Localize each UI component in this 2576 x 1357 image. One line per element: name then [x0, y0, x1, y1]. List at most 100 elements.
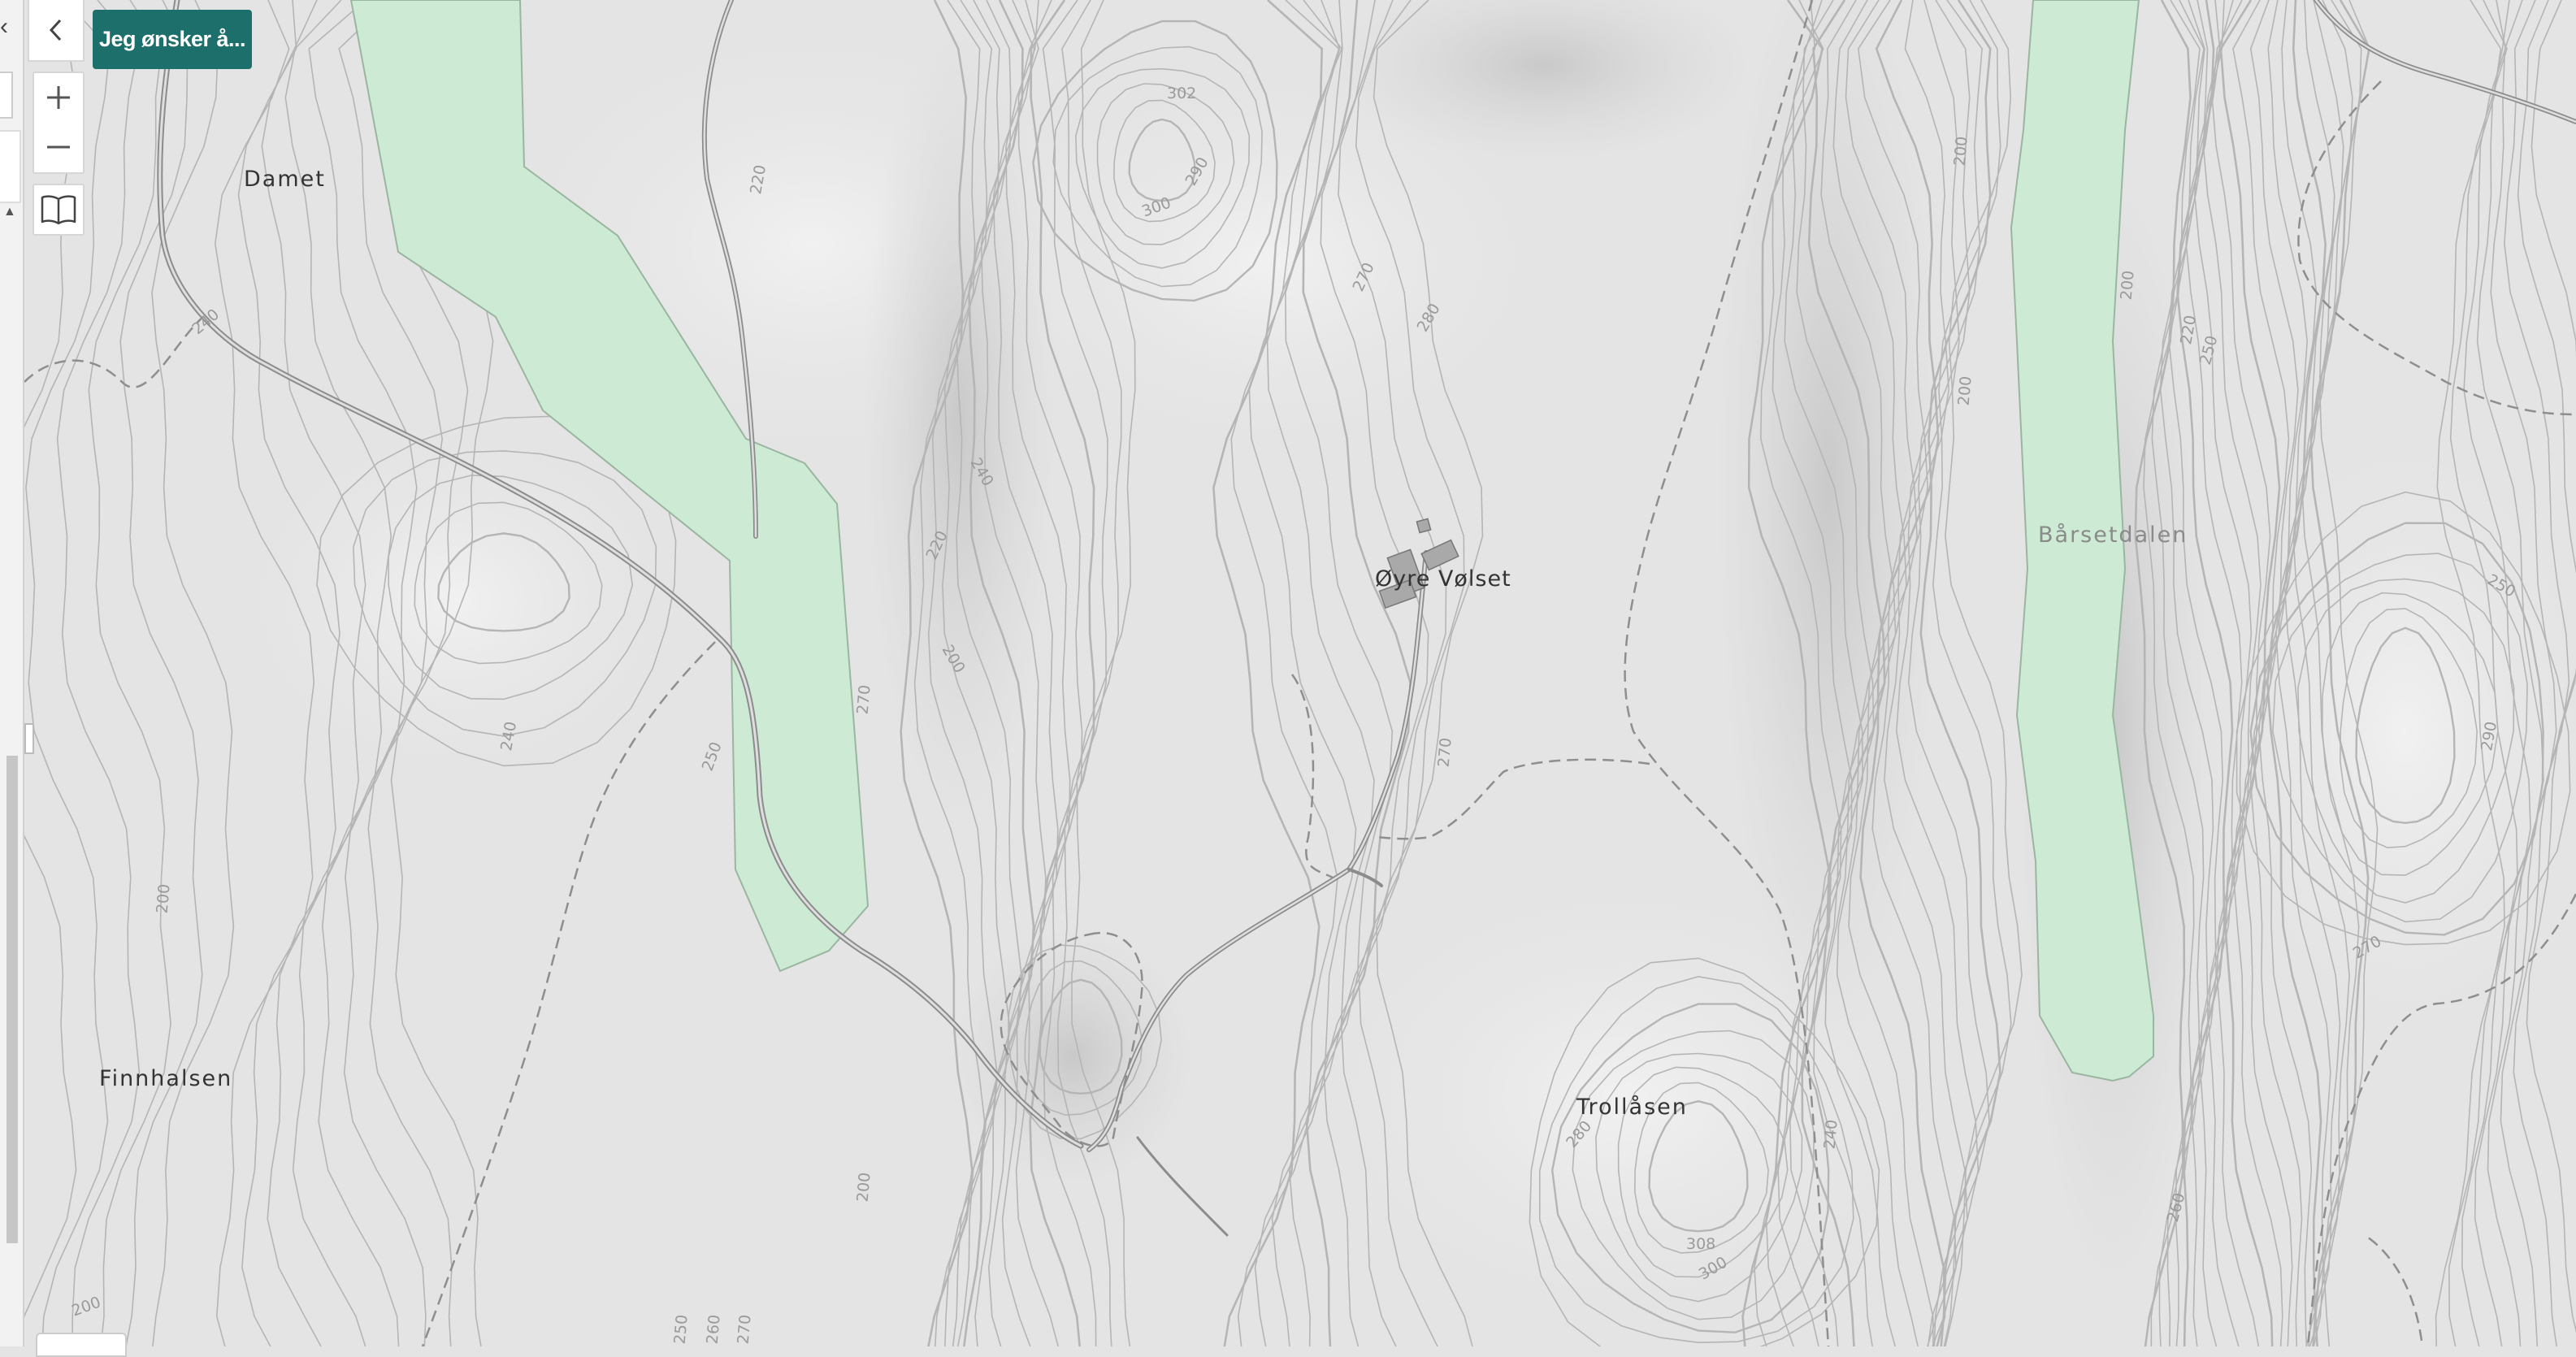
- contour-line: [900, 0, 974, 1346]
- contour-line: [1248, 0, 1357, 1346]
- contour-line: [1871, 0, 1957, 1346]
- contour-line: [1056, 0, 1122, 1346]
- contour-line: [2266, 0, 2327, 1346]
- panel-resize-handle[interactable]: [24, 723, 34, 754]
- hillshade: [211, 0, 2576, 1341]
- zoom-out-button[interactable]: [33, 122, 85, 174]
- contour-line: [2249, 522, 2544, 936]
- protected-areas: [349, 0, 2154, 1082]
- contour-line: [1919, 0, 2001, 1346]
- contour-line: [1029, 0, 1095, 1346]
- contour-line: [2309, 0, 2370, 1346]
- protected-area-west[interactable]: [349, 0, 870, 973]
- contour-line: [1595, 1052, 1803, 1303]
- contour-line: [1741, 0, 1832, 1346]
- place-name-barsetdalen: Bårsetdalen: [2038, 522, 2188, 548]
- contour-line: [1539, 975, 1854, 1344]
- contour-line: [388, 475, 634, 700]
- panel-input[interactable]: [0, 72, 13, 119]
- place-name-finnhalsen: Finnhalsen: [99, 1066, 233, 1091]
- contour-line: [2461, 0, 2531, 1346]
- plus-icon: [47, 86, 70, 109]
- contour-line: [2355, 626, 2456, 825]
- contour-line: [2236, 491, 2571, 946]
- contour-line: [2275, 0, 2335, 1346]
- contour-line: [1859, 0, 1946, 1346]
- collapse-panel-button[interactable]: [28, 0, 85, 62]
- contour-line: [1529, 957, 1880, 1346]
- contour-line: [88, 0, 171, 1346]
- boundaries: [24, 0, 2576, 1346]
- legend-button[interactable]: [33, 184, 85, 236]
- contour-line: [119, 0, 203, 1346]
- contour-line: [2193, 0, 2253, 1346]
- contour-line: [2134, 0, 2192, 1346]
- contour-line: [1001, 0, 1071, 1346]
- bottom-panel-tab[interactable]: [36, 1333, 127, 1357]
- contour-line: [2526, 0, 2576, 1333]
- buildings-ovre-volset[interactable]: [1378, 518, 1459, 609]
- place-name-trollasen: Trollåsen: [1576, 1095, 1688, 1120]
- panel-list: [0, 130, 21, 203]
- contour-line: [1355, 0, 1465, 1346]
- contour-line: [2249, 0, 2309, 1346]
- contour-line: [2474, 0, 2544, 1346]
- contour-line: [2202, 0, 2262, 1346]
- contour-line: [214, 0, 315, 1346]
- elevation-label: 200: [1950, 135, 1971, 167]
- contour-line: [2487, 0, 2557, 1346]
- elevation-label: 200: [2117, 269, 2138, 301]
- contour-line: [1015, 0, 1083, 1346]
- elevation-label: 270: [734, 1313, 755, 1346]
- contour-line: [1285, 0, 1394, 1346]
- zoom-in-button[interactable]: [33, 72, 85, 124]
- contour-line: [56, 0, 141, 1346]
- contour-line: [151, 0, 235, 1346]
- panel-scrollbar[interactable]: [7, 756, 18, 1243]
- contour-line: [2176, 0, 2234, 1346]
- contour-line: [1113, 99, 1216, 223]
- side-panel: ‹ ▲: [0, 0, 24, 1346]
- place-name-damet: Damet: [244, 167, 326, 192]
- contour-line: [353, 450, 657, 737]
- contour-line: [1338, 0, 1447, 1346]
- chevron-left-icon: [49, 19, 62, 41]
- contour-line: [2448, 0, 2518, 1346]
- contour-line: [956, 0, 1022, 1346]
- contour-line: [2301, 0, 2362, 1346]
- elevation-label: 250: [670, 1313, 692, 1346]
- scroll-up-icon[interactable]: ▲: [3, 205, 16, 219]
- contour-line: [2297, 578, 2515, 904]
- contour-line: [1042, 0, 1108, 1346]
- elevation-label: 200: [153, 882, 174, 915]
- contour-line: [2211, 0, 2271, 1346]
- contour-line: [2292, 0, 2353, 1346]
- contour-line: [1836, 0, 1919, 1346]
- dashed-ring: [1000, 931, 1143, 1147]
- contour-line: [1932, 0, 2012, 1346]
- contour-line: [1071, 0, 1136, 1346]
- contour-line: [1633, 1082, 1769, 1254]
- contour-line: [1789, 0, 1875, 1346]
- contour-line: [2500, 0, 2570, 1346]
- protected-area-east[interactable]: [2010, 0, 2154, 1082]
- contour-line: [2513, 0, 2576, 1346]
- contour-line: [1848, 0, 1934, 1346]
- contour-line: [2322, 592, 2499, 876]
- elevation-label: 308: [1686, 1235, 1716, 1253]
- contour-line: [414, 501, 603, 665]
- contour-line: [913, 0, 986, 1346]
- contour-line: [2340, 608, 2478, 849]
- contour-line: [1907, 0, 1990, 1346]
- contour-line: [2219, 0, 2281, 1346]
- jeg-onsker-menu-button[interactable]: Jeg ønsker å...: [93, 10, 252, 69]
- contour-line: [1032, 20, 1278, 302]
- minus-icon: [47, 145, 70, 149]
- contour-line: [1572, 1030, 1815, 1320]
- elevation-label: 240: [1820, 1118, 1841, 1151]
- panel-close-glyph[interactable]: ‹: [0, 13, 8, 40]
- book-icon: [41, 195, 76, 225]
- contour-line: [2185, 0, 2243, 1346]
- contour-line: [261, 0, 366, 1346]
